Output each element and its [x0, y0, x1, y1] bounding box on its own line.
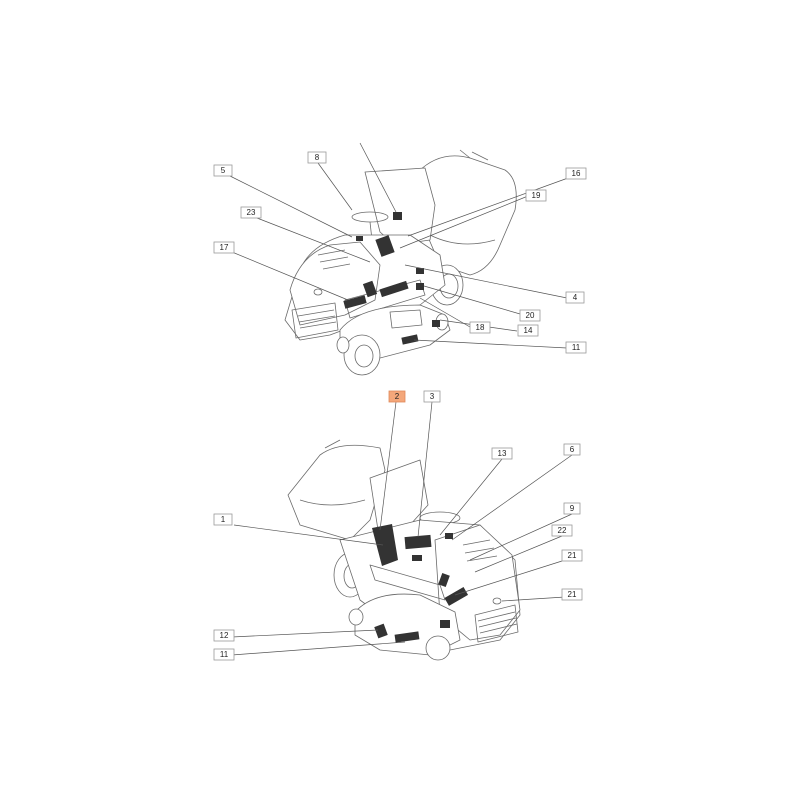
svg-text:21: 21 [568, 590, 577, 599]
callout-9: 9 [563, 502, 581, 515]
svg-text:11: 11 [220, 650, 229, 659]
svg-text:9: 9 [570, 504, 575, 513]
callout-13: 13 [491, 447, 513, 460]
svg-text:17: 17 [220, 243, 229, 252]
callout-23: 23 [240, 206, 262, 219]
top-mower-drawing [284, 149, 517, 376]
svg-text:2: 2 [395, 392, 400, 401]
top-callouts: 8 5 16 19 23 17 4 20 18 14 11 [213, 151, 587, 354]
callout-6: 6 [563, 443, 581, 456]
svg-text:8: 8 [315, 153, 320, 162]
callout-21-a: 21 [561, 549, 583, 562]
svg-text:5: 5 [221, 166, 226, 175]
callout-14: 14 [517, 324, 539, 337]
bottom-callouts: 2 3 13 6 9 1 22 21 21 12 11 [213, 390, 583, 661]
svg-text:21: 21 [568, 551, 577, 560]
callout-1: 1 [213, 513, 233, 526]
callout-12: 12 [213, 629, 235, 642]
callout-17: 17 [213, 241, 235, 254]
svg-text:11: 11 [572, 343, 581, 352]
bottom-leader-lines [231, 401, 573, 656]
callout-21-b: 21 [561, 588, 583, 601]
svg-text:16: 16 [572, 169, 581, 178]
callout-11-bottom: 11 [213, 648, 235, 661]
callout-19: 19 [525, 189, 547, 202]
callout-5: 5 [213, 164, 233, 177]
top-decals [343, 212, 440, 345]
svg-text:3: 3 [430, 392, 435, 401]
svg-text:14: 14 [524, 326, 533, 335]
svg-text:13: 13 [498, 449, 507, 458]
callout-3: 3 [423, 390, 441, 403]
callout-4: 4 [565, 291, 585, 304]
bottom-mower-drawing [287, 439, 521, 661]
svg-text:1: 1 [221, 515, 226, 524]
callout-22: 22 [551, 524, 573, 537]
svg-text:22: 22 [558, 526, 567, 535]
callout-11-top: 11 [565, 341, 587, 354]
svg-text:19: 19 [532, 191, 541, 200]
bottom-decals [372, 524, 469, 643]
svg-text:23: 23 [247, 208, 256, 217]
svg-text:12: 12 [220, 631, 229, 640]
svg-text:18: 18 [476, 323, 485, 332]
callout-2-highlighted: 2 [388, 390, 406, 403]
callout-8: 8 [307, 151, 327, 164]
callout-18: 18 [469, 321, 491, 334]
callout-20: 20 [519, 309, 541, 322]
svg-text:20: 20 [526, 311, 535, 320]
svg-text:4: 4 [573, 293, 578, 302]
callout-16: 16 [565, 167, 587, 180]
svg-text:6: 6 [570, 445, 575, 454]
